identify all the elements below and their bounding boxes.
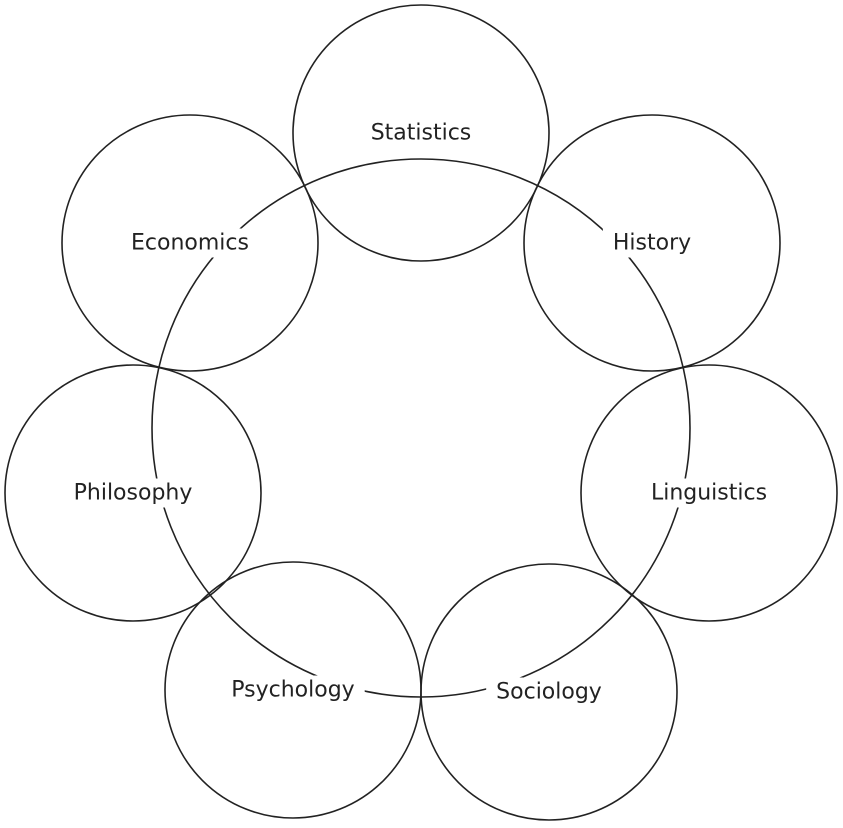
circle-philosophy bbox=[4, 364, 262, 622]
circle-economics bbox=[61, 114, 319, 372]
label-linguistics: Linguistics bbox=[651, 481, 767, 506]
label-philosophy: Philosophy bbox=[74, 481, 193, 506]
node-label-economics: Economics bbox=[121, 228, 259, 258]
label-mask-linguistics bbox=[640, 478, 778, 508]
circle-statistics bbox=[292, 4, 550, 262]
label-mask-economics bbox=[121, 228, 259, 258]
circle-linguistics bbox=[580, 364, 838, 622]
node-label-philosophy: Philosophy bbox=[63, 478, 203, 508]
label-statistics: Statistics bbox=[371, 121, 472, 146]
label-psychology: Psychology bbox=[231, 678, 354, 703]
node-label-statistics: Statistics bbox=[360, 118, 482, 148]
node-label-history: History bbox=[602, 228, 702, 258]
node-label-linguistics: Linguistics bbox=[640, 478, 778, 508]
label-mask-psychology bbox=[221, 675, 365, 705]
circle-history bbox=[523, 114, 781, 372]
label-mask-philosophy bbox=[63, 478, 203, 508]
node-label-psychology: Psychology bbox=[221, 675, 365, 705]
label-mask-statistics bbox=[360, 118, 482, 148]
circle-psychology bbox=[164, 561, 422, 819]
label-mask-history bbox=[602, 228, 702, 258]
label-mask-sociology bbox=[486, 677, 612, 707]
circles-layer bbox=[4, 4, 838, 821]
label-history: History bbox=[613, 231, 691, 256]
node-label-sociology: Sociology bbox=[486, 677, 612, 707]
label-sociology: Sociology bbox=[496, 680, 602, 705]
label-economics: Economics bbox=[131, 231, 249, 256]
